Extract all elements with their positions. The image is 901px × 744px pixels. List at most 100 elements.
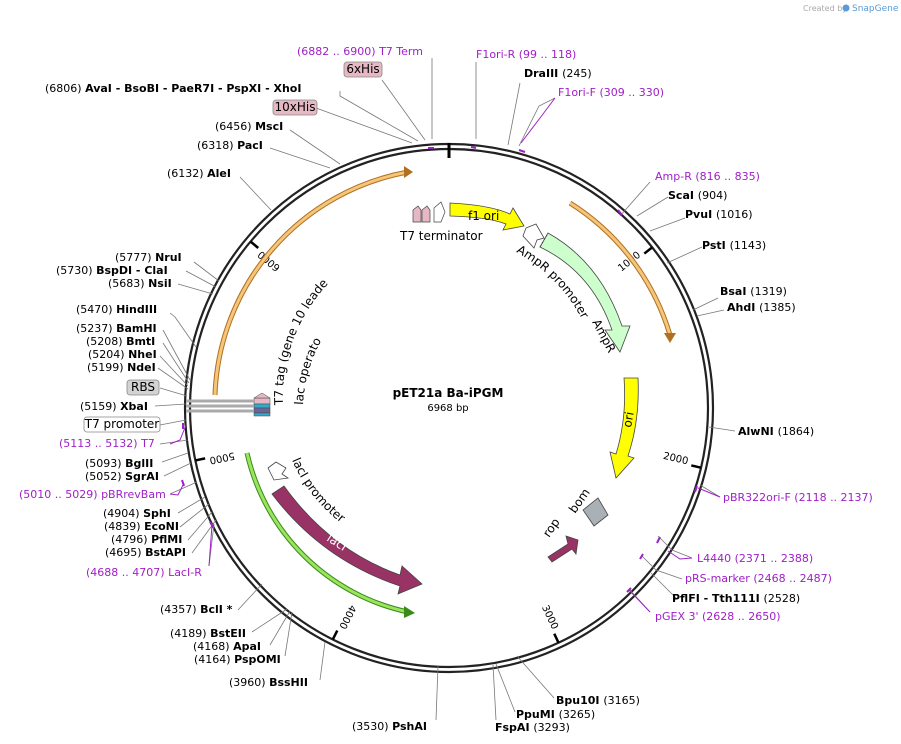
laci-orf-arc-outline <box>244 452 409 615</box>
primer-ampr-name: Amp-R <box>655 170 695 183</box>
site-econi[interactable]: (4839) EcoNI <box>104 520 179 533</box>
site-hindiii[interactable]: (5470) HindIII <box>76 303 157 316</box>
feature-ampr-promoter[interactable] <box>522 223 545 249</box>
site-bstapi[interactable]: (4695) BstAPI <box>105 546 186 559</box>
tick-mark-2000 <box>691 464 702 469</box>
site-alei[interactable]: (6132) AleI <box>167 167 231 180</box>
site-sphi[interactable]: (4904) SphI <box>103 507 171 520</box>
feature-ori[interactable] <box>609 377 639 479</box>
site-scai-name: ScaI <box>668 189 698 202</box>
primer-f1orir-name: F1ori-R <box>476 48 519 61</box>
site-ppumi[interactable]: PpuMI (3265) <box>516 708 595 721</box>
site-sgrai[interactable]: (5052) SgrAI <box>85 470 159 483</box>
leader-pshai <box>435 665 439 721</box>
site-paci[interactable]: (6318) PacI <box>197 139 263 152</box>
site-bcli-name: BclI * <box>200 603 233 616</box>
site-apai[interactable]: (4168) ApaI <box>193 640 261 653</box>
feature-t7-terminator[interactable] <box>433 201 446 223</box>
site-avai[interactable]: (6806) AvaI - BsoBI - PaeR7I - PspXI - X… <box>45 82 301 95</box>
site-bsshii[interactable]: (3960) BssHII <box>229 676 308 689</box>
site-bglii[interactable]: (5093) BglII <box>85 457 153 470</box>
box-rbs[interactable] <box>126 379 160 396</box>
site-xbai[interactable]: (5159) XbaI <box>80 400 148 413</box>
primer-f1orif[interactable]: F1ori-F (309 .. 330) <box>558 86 664 99</box>
box-t7-promoter[interactable] <box>83 416 161 433</box>
primer-t7term[interactable]: (6882 .. 6900) T7 Term <box>297 45 423 58</box>
site-bmti[interactable]: (5208) BmtI <box>86 335 155 348</box>
site-draiii-position: (245) <box>562 67 592 80</box>
primer-f1orir[interactable]: F1ori-R (99 .. 118) <box>476 48 576 61</box>
primer-pbr322-name: pBR322ori-F <box>723 491 794 504</box>
site-bpu10i[interactable]: Bpu10I (3165) <box>556 694 640 707</box>
primer-prsmarker[interactable]: pRS-marker (2468 .. 2487) <box>685 572 832 585</box>
box-sixhis[interactable] <box>343 61 383 78</box>
tick-mark-1000 <box>643 246 653 255</box>
primer-t7-range: (5113 .. 5132) <box>59 437 141 450</box>
feature-tenhis-block[interactable] <box>412 205 422 223</box>
primer-t7[interactable]: (5113 .. 5132) T7 <box>59 437 155 450</box>
site-bspdi[interactable]: (5730) BspDI - ClaI <box>56 264 168 277</box>
site-nsii[interactable]: (5683) NsiI <box>108 277 172 290</box>
site-pvui-name: PvuI <box>685 208 716 221</box>
site-alwni[interactable]: AlwNI (1864) <box>738 425 814 438</box>
feature-t7-tag-block[interactable] <box>253 397 271 405</box>
feature-bom[interactable] <box>582 497 609 527</box>
plasmid-size: 6968 bp <box>427 403 468 414</box>
box-t7-promoter-label: T7 promoter <box>84 417 160 431</box>
site-pvui[interactable]: PvuI (1016) <box>685 208 753 221</box>
feature-laci[interactable] <box>271 485 423 595</box>
site-psti[interactable]: PstI (1143) <box>702 239 766 252</box>
site-draiii[interactable]: DraIII (245) <box>524 67 592 80</box>
primer-pgex3-range: (2628 .. 2650) <box>702 610 781 623</box>
leader-bglii <box>161 452 189 463</box>
site-econi-position: (4839) <box>104 520 144 533</box>
site-pflmi-name: PflMI <box>151 533 182 546</box>
primer-lacir[interactable]: (4688 .. 4707) LacI-R <box>86 566 202 579</box>
site-pshai[interactable]: (3530) PshAI <box>352 720 427 733</box>
feature-laci-promoter[interactable] <box>267 461 290 481</box>
laci-orf-arc <box>245 452 409 614</box>
tick-label-5000: 5000 <box>208 449 235 465</box>
site-bcli-position: (4357) <box>160 603 200 616</box>
site-bsteii[interactable]: (4189) BstEII <box>170 627 246 640</box>
feature-sixhis-block[interactable] <box>421 205 431 223</box>
primer-l4440[interactable]: L4440 (2371 .. 2388) <box>697 552 813 565</box>
site-msci[interactable]: (6456) MscI <box>215 120 283 133</box>
feature-rop[interactable] <box>547 535 579 563</box>
site-nhei[interactable]: (5204) NheI <box>88 348 157 361</box>
feature-f1-ori[interactable] <box>449 202 525 231</box>
site-fspai[interactable]: FspAI (3293) <box>495 721 570 734</box>
site-pspomi-name: PspOMI <box>234 653 281 666</box>
credit-app: SnapGene <box>852 4 899 14</box>
feature-t7-promoter-block[interactable] <box>253 407 271 414</box>
site-bcli[interactable]: (4357) BclI * <box>160 603 233 616</box>
primer-pbr322[interactable]: pBR322ori-F (2118 .. 2137) <box>723 491 873 504</box>
site-ndei[interactable]: (5199) NdeI <box>87 361 156 374</box>
feature-rbs-block[interactable] <box>253 412 271 417</box>
site-pflmi[interactable]: (4796) PflMI <box>111 533 182 546</box>
site-apai-name: ApaI <box>233 640 261 653</box>
site-bstapi-name: BstAPI <box>145 546 186 559</box>
box-tenhis[interactable] <box>272 99 318 116</box>
primer-pbrrevbam[interactable]: (5010 .. 5029) pBRrevBam <box>19 488 166 501</box>
site-pspomi[interactable]: (4164) PspOMI <box>194 653 281 666</box>
site-ahdi-name: AhdI <box>727 301 759 314</box>
site-bsai[interactable]: BsaI (1319) <box>720 285 787 298</box>
primer-mark-pbrrevbam <box>181 479 185 487</box>
site-bsai-name: BsaI <box>720 285 750 298</box>
site-bpu10i-name: Bpu10I <box>556 694 603 707</box>
leader-ahdi <box>696 309 725 317</box>
leader-nhei <box>159 355 189 387</box>
leader-paci <box>269 147 331 169</box>
site-bamhi[interactable]: (5237) BamHI <box>76 322 157 335</box>
site-pflfi[interactable]: PflFI - Tth111I (2528) <box>672 592 800 605</box>
site-nrui[interactable]: (5777) NruI <box>115 251 182 264</box>
site-ahdi[interactable]: AhdI (1385) <box>727 301 796 314</box>
feature-ampr[interactable] <box>539 232 631 353</box>
site-xbai-name: XbaI <box>120 400 148 413</box>
primer-ampr[interactable]: Amp-R (816 .. 835) <box>655 170 760 183</box>
primer-pgex3[interactable]: pGEX 3' (2628 .. 2650) <box>655 610 781 623</box>
feature-lac-operator-block[interactable] <box>253 403 271 409</box>
site-scai[interactable]: ScaI (904) <box>668 189 727 202</box>
site-scai-position: (904) <box>698 189 728 202</box>
